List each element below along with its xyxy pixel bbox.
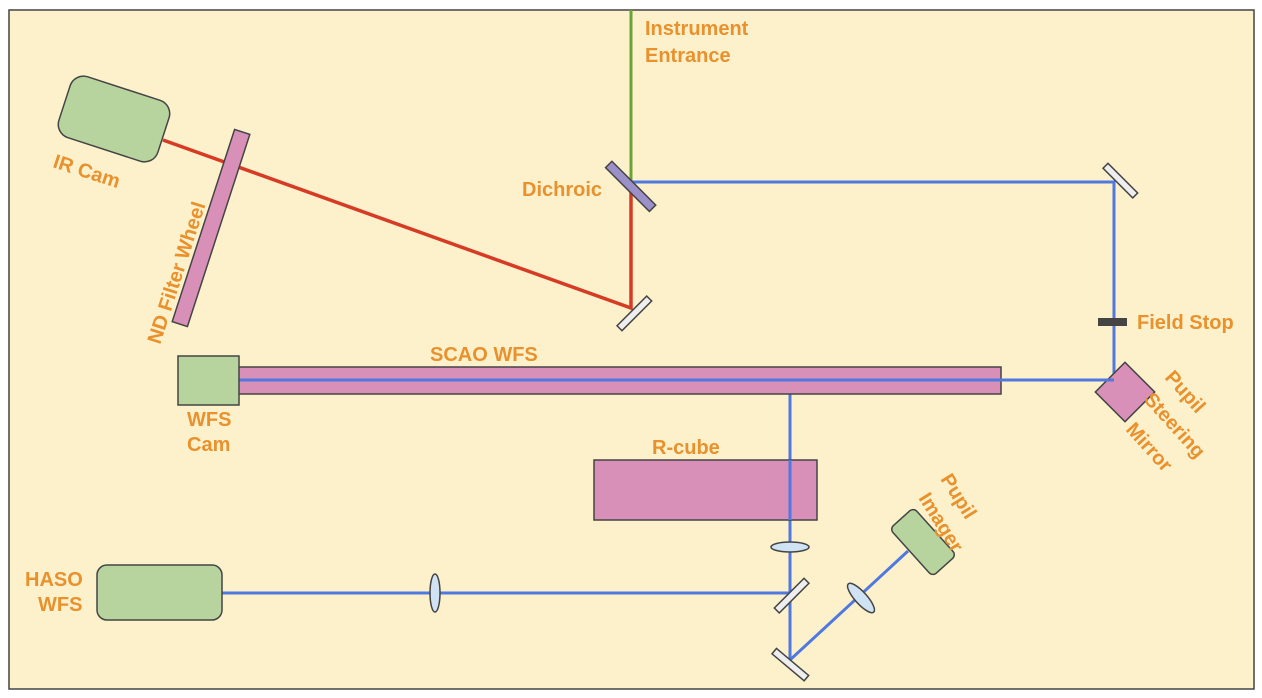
dichroic-mirror <box>604 160 657 213</box>
beam-splitter-haso <box>773 577 811 615</box>
lens-vertical-path <box>770 541 810 553</box>
label-field-stop: Field Stop <box>1137 312 1234 334</box>
lens-pupil-imager-path <box>846 582 876 614</box>
label-wfs-cam-line2: Cam <box>187 434 230 456</box>
label-haso-wfs-line2: WFS <box>38 594 82 616</box>
lens-haso-path <box>429 573 441 613</box>
fold-mirror-top-right <box>1101 162 1139 200</box>
fold-mirror-bottom <box>770 647 810 682</box>
r-cube <box>593 459 818 521</box>
label-wfs-cam-line1: WFS <box>187 409 231 431</box>
label-r-cube: R-cube <box>652 437 720 459</box>
haso-wfs-camera <box>96 564 223 621</box>
ir-camera <box>57 75 171 163</box>
label-instrument-entrance-line2: Entrance <box>645 45 731 67</box>
fold-mirror-ir <box>615 294 653 332</box>
label-dichroic: Dichroic <box>522 179 602 201</box>
field-stop <box>1098 318 1127 326</box>
label-scao-wfs: SCAO WFS <box>430 344 538 366</box>
pupil-imager-camera <box>891 508 955 576</box>
wfs-camera <box>177 355 240 406</box>
ir-beam <box>162 138 633 311</box>
label-haso-wfs-line1: HASO <box>25 569 83 591</box>
pupil-steering-mirror <box>1094 361 1156 423</box>
label-instrument-entrance-line1: Instrument <box>645 18 749 40</box>
nd-filter-wheel <box>171 128 251 328</box>
